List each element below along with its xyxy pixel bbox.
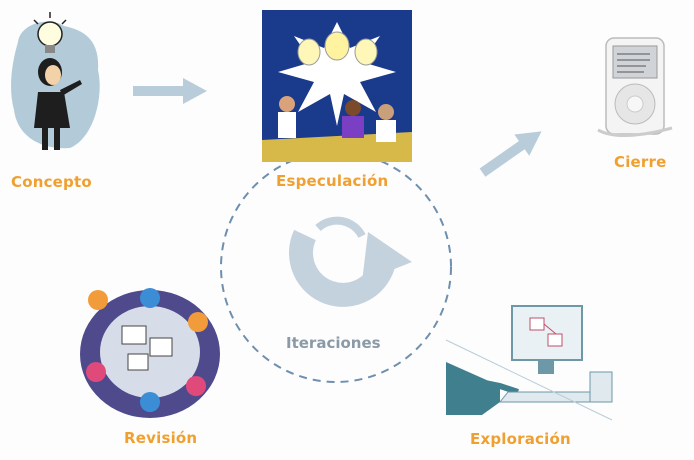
center-label-iteraciones: Iteraciones <box>286 334 381 352</box>
iteration-dashed-circle <box>220 151 452 383</box>
arrow-concepto-to-especulacion <box>133 78 207 104</box>
thinking-woman-icon <box>11 12 100 150</box>
cycle-arrow-icon <box>289 216 412 307</box>
stage-label-cierre: Cierre <box>614 153 667 171</box>
team-review-icon <box>80 288 220 418</box>
ipod-icon <box>597 37 673 138</box>
computer-user-icon <box>445 305 613 421</box>
stage-label-especulacion: Especulación <box>276 172 389 190</box>
stage-label-exploracion: Exploración <box>470 430 571 448</box>
stage-label-concepto: Concepto <box>11 173 92 191</box>
brainstorm-meeting-icon <box>262 10 412 162</box>
arrow-to-cierre <box>479 131 542 177</box>
stage-label-revision: Revisión <box>124 429 198 447</box>
